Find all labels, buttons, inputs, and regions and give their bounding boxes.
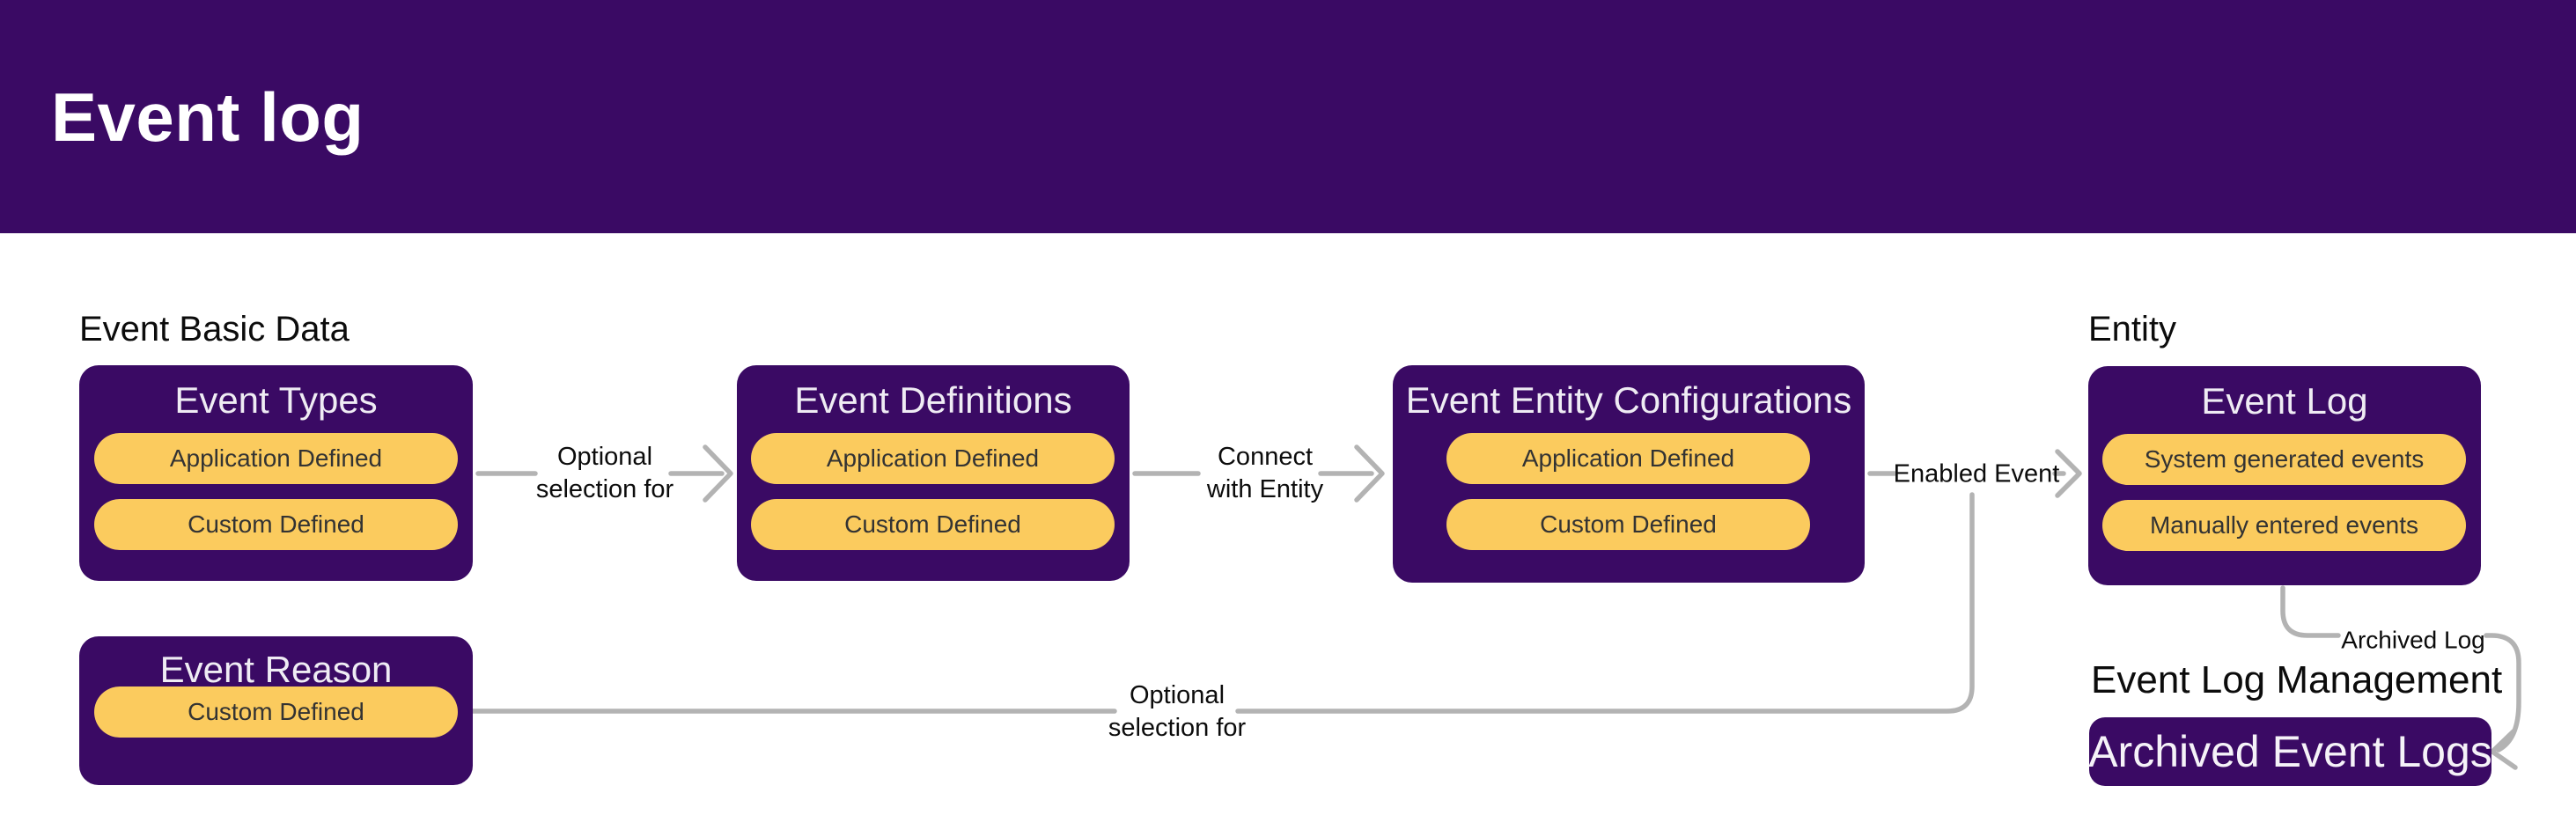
header-banner: Event log <box>0 0 2576 233</box>
connector-label-enabled-event: Enabled Event <box>1893 459 2060 488</box>
connector-label-archived-log: Archived Log <box>2341 626 2485 654</box>
pill-application-defined: Application Defined <box>94 433 458 484</box>
box-event-entity-configurations-title: Event Entity Configurations <box>1405 379 1852 421</box>
pill-custom-defined: Custom Defined <box>1446 499 1810 550</box>
box-event-types-title: Event Types <box>174 379 378 421</box>
arrow-archivedlog-to-archivebox <box>2484 633 2521 770</box>
box-archived-event-logs-title: Archived Event Logs <box>2088 727 2492 776</box>
box-event-definitions: Event Definitions Application Defined Cu… <box>737 365 1130 581</box>
section-label-event-log-management: Event Log Management <box>2091 658 2503 701</box>
connector-label-connect-with-entity: Connect with Entity <box>1206 443 1324 503</box>
section-label-entity: Entity <box>2088 310 2177 349</box>
line-eventlog-to-archivedlog <box>2280 585 2341 638</box>
box-event-types: Event Types Application Defined Custom D… <box>79 365 473 581</box>
box-event-reason-title: Event Reason <box>159 649 393 690</box>
box-event-definitions-title: Event Definitions <box>794 379 1072 421</box>
box-event-log-title: Event Log <box>2201 380 2368 422</box>
box-event-reason: Event Reason Custom Defined <box>79 636 473 785</box>
pill-custom-defined: Custom Defined <box>751 499 1115 550</box>
pill-system-generated-events: System generated events <box>2102 434 2466 485</box>
box-archived-event-logs: Archived Event Logs <box>2088 717 2492 786</box>
connector-label-optional-selection-for: Optional selection for <box>535 443 674 503</box>
pill-application-defined: Application Defined <box>1446 433 1810 484</box>
pill-custom-defined: Custom Defined <box>94 499 458 550</box>
pill-custom-defined: Custom Defined <box>94 686 458 738</box>
connector-label-optional-selection-for-long: Optional selection for <box>1108 681 1247 742</box>
arrow-definitions-to-config <box>1318 444 1385 503</box>
box-event-log: Event Log System generated events Manual… <box>2088 366 2481 585</box>
arrow-types-to-definitions <box>668 444 733 503</box>
pill-manually-entered-events: Manually entered events <box>2102 500 2466 551</box>
section-label-event-basic-data: Event Basic Data <box>79 310 350 349</box>
arrow-config-to-eventlog <box>2052 449 2082 498</box>
box-event-entity-configurations: Event Entity Configurations Application … <box>1393 365 1865 583</box>
pill-application-defined: Application Defined <box>751 433 1115 484</box>
page-title: Event log <box>51 78 364 156</box>
line-event-reason-junction <box>449 492 1975 714</box>
